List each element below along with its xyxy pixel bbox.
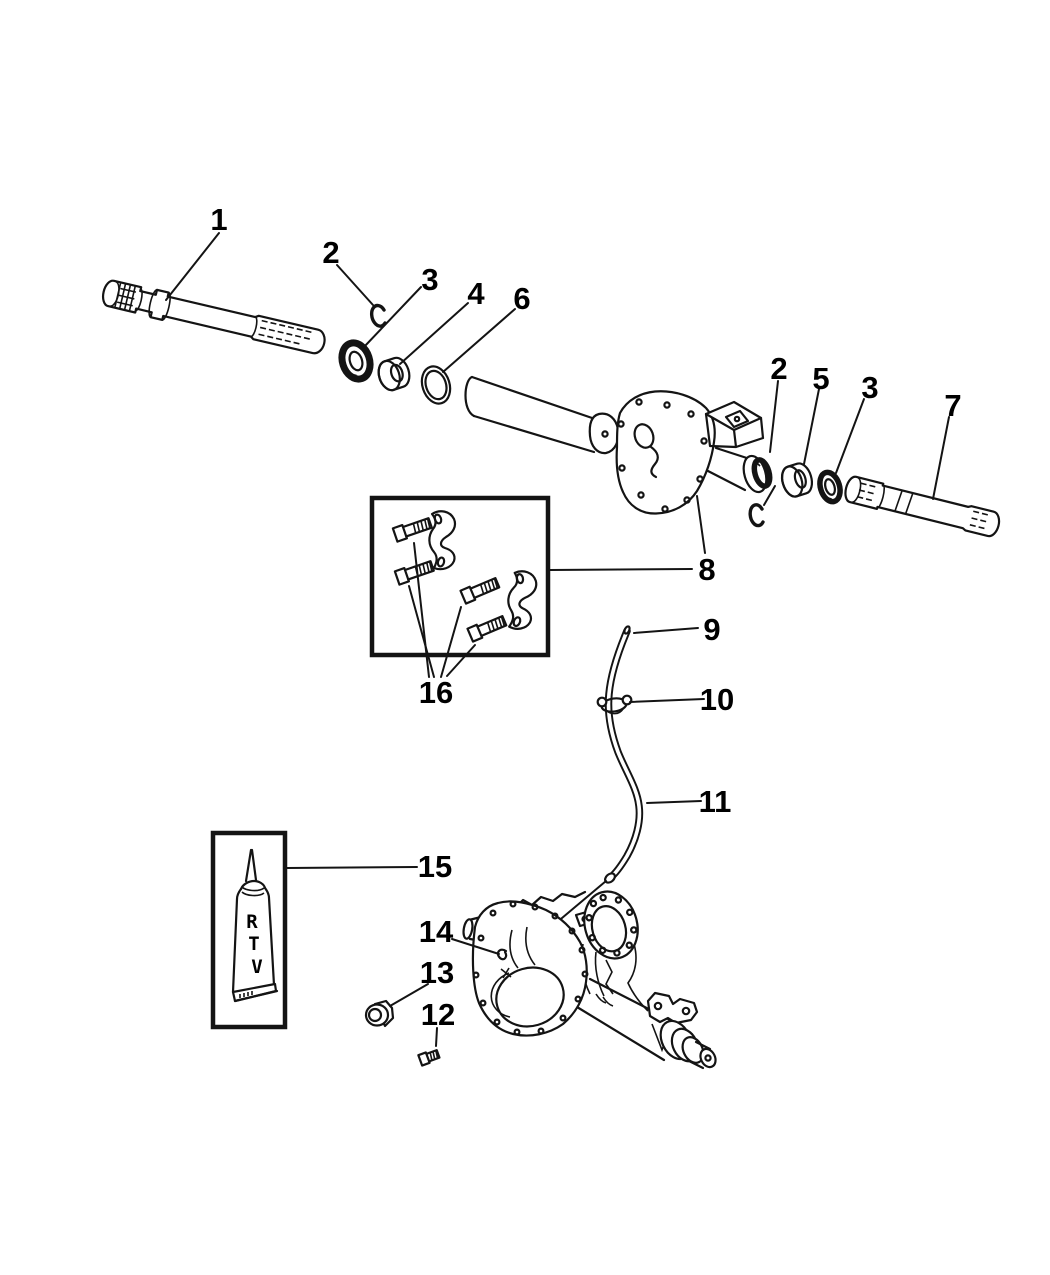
callout-16-label: 16 xyxy=(419,675,453,710)
callout-3-left-label: 3 xyxy=(421,262,438,297)
flange-bolt-holes xyxy=(585,893,638,957)
kit-bolt-3 xyxy=(459,577,501,605)
axle-shaft-right-drawing xyxy=(844,475,1001,538)
hardware-kit-box xyxy=(369,495,551,658)
cover-bolt-drawing xyxy=(417,1049,441,1067)
callout-5-label: 5 xyxy=(812,361,829,396)
callout-1-label: 1 xyxy=(210,202,227,237)
callout-3-right-label: 3 xyxy=(861,370,878,405)
callout-12-label: 12 xyxy=(421,997,455,1032)
vent-hose-drawing xyxy=(539,625,644,939)
kit-bolt-1 xyxy=(391,517,433,543)
bearing-left-drawing xyxy=(377,356,411,392)
callout-7-label: 7 xyxy=(944,388,961,423)
axle-housing-drawing xyxy=(464,375,773,515)
callout-2-right-label: 2 xyxy=(770,351,787,386)
callout-8-label: 8 xyxy=(698,552,715,587)
cclip-right-drawing xyxy=(748,485,776,528)
axle-shaft-left-drawing xyxy=(101,279,326,355)
bearing-right-drawing xyxy=(780,462,814,498)
lower-axle-assembly-drawing xyxy=(462,890,717,1070)
seal-left-drawing xyxy=(338,339,374,383)
callout-labels: 1 2 3 4 6 2 5 3 7 8 9 10 11 12 13 14 15 … xyxy=(210,202,961,1032)
callout-14-label: 14 xyxy=(419,914,454,949)
kit-clamp-2 xyxy=(507,570,538,630)
ring-left-drawing xyxy=(420,365,452,405)
seal-right-drawing xyxy=(817,469,843,505)
callout-10-label: 10 xyxy=(700,682,734,717)
hose-clip-drawing xyxy=(596,694,633,715)
kit-clamp-1 xyxy=(428,510,457,571)
cclip-left-drawing xyxy=(370,303,387,328)
callout-11-label: 11 xyxy=(699,784,732,819)
rtv-box: R T V xyxy=(210,830,288,1030)
rtv-tube-drawing: R T V xyxy=(231,848,279,1003)
kit-bolt-4 xyxy=(466,615,508,643)
callout-9-label: 9 xyxy=(703,612,720,647)
callout-2-left-label: 2 xyxy=(322,235,339,270)
callout-15-label: 15 xyxy=(418,849,452,884)
rtv-letter-v: V xyxy=(251,956,262,978)
leader-lines xyxy=(165,232,950,1047)
callout-4-label: 4 xyxy=(467,276,485,311)
callout-13-label: 13 xyxy=(420,955,454,990)
rtv-letter-t: T xyxy=(248,933,259,955)
fill-plug-drawing xyxy=(364,999,395,1028)
rtv-letter-r: R xyxy=(246,911,258,933)
kit-bolt-2 xyxy=(393,560,435,586)
callout-6-label: 6 xyxy=(513,281,530,316)
